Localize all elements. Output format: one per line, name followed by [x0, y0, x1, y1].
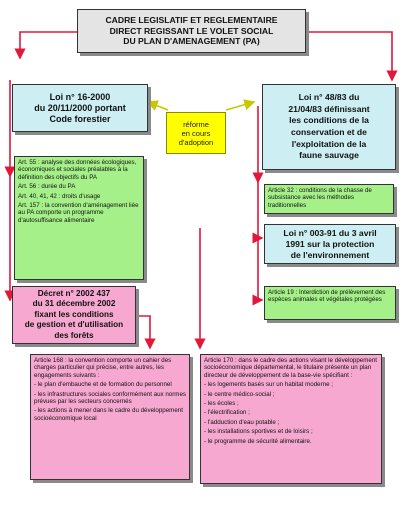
article-56: Art. 56 : durée du PA	[18, 183, 76, 191]
articles-2000-box: Art. 55 : analyse des données écologique…	[14, 156, 144, 280]
article-55: Art. 55 : analyse des données écologique…	[18, 159, 137, 181]
article-170-item-1: - les logements basés sur un habitat mod…	[204, 381, 333, 389]
arrow-header-to-loi2000	[14, 31, 77, 60]
header-line-3: DU PLAN D'AMENAGEMENT (PA)	[123, 36, 260, 47]
decret-line-5: des forêts	[54, 330, 94, 340]
article-170-box: Article 170 : dans le cadre des actions …	[200, 354, 382, 484]
article-170-item-2: - le centre médico-social ;	[204, 390, 275, 398]
loi-91-line-3: de l'environnement	[290, 249, 370, 260]
loi-2000-line-2: du 20/11/2000 portant	[34, 102, 126, 113]
article-170-item-6: - les installations sportives et de lois…	[204, 428, 313, 436]
loi-91-box: Loi n° 003-91 du 3 avril 1991 sur la pro…	[264, 224, 396, 264]
loi-83-line-2: 21/04/83 définissant	[288, 103, 370, 114]
loi-83-line-3: les conditions de la	[289, 115, 369, 126]
article-168-item-2: - les infrastructures sociales conformém…	[34, 390, 186, 406]
article-170-item-4: - l'électrification ;	[204, 409, 250, 417]
article-168-box: Article 168 : la convention comporte un …	[30, 354, 190, 480]
reforme-note: réforme en cours d'adoption	[166, 112, 226, 154]
loi-83-line-1: Loi n° 48/83 du	[298, 92, 360, 103]
article-168-item-3: - les actions à mener dans le cadre du d…	[34, 407, 183, 422]
article-170-intro: Article 170 : dans le cadre des actions …	[204, 357, 378, 379]
loi-91-line-2: 1991 sur la protection	[285, 238, 375, 249]
decret-line-4: de gestion et d'utilisation	[24, 320, 124, 330]
decret-line-2: du 31 décembre 2002	[32, 299, 116, 309]
arrow-header-to-loi83	[306, 31, 398, 82]
article-40-42: Art. 40, 41, 42 : droits d'usage	[18, 192, 101, 200]
loi-2000-box: Loi n° 16-2000 du 20/11/2000 portant Cod…	[12, 84, 148, 132]
decret-line-1: Décret n° 2002 437	[37, 288, 111, 298]
loi-83-line-4: conservation et de	[291, 127, 367, 137]
loi-2000-line-1: Loi n° 16-2000	[49, 91, 111, 102]
header-box: CADRE LEGISLATIF ET REGLEMENTAIRE DIRECT…	[77, 9, 306, 53]
loi-83-line-5: l'exploitation de la	[291, 138, 367, 149]
header-line-2: DIRECT REGISSANT LE VOLET SOCIAL	[109, 25, 274, 36]
article-32-box: Article 32 : conditions de la chasse de …	[264, 184, 394, 214]
article-170-item-5: - l'adduction d'eau potable ;	[204, 418, 280, 426]
article-157: Art. 157 : la convention d'aménagement l…	[18, 202, 139, 224]
article-168-item-1: - le plan d'embauche et de formation du …	[34, 381, 172, 389]
article-168-intro: Article 168 : la convention comporte un …	[34, 357, 172, 379]
loi-83-line-6: faune sauvage	[299, 150, 359, 161]
reforme-line-2: en cours	[181, 128, 211, 138]
loi-83-box: Loi n° 48/83 du 21/04/83 définissant les…	[262, 84, 396, 170]
loi-91-line-1: Loi n° 003-91 du 3 avril	[283, 227, 377, 238]
reforme-line-3: d'adoption	[178, 137, 214, 147]
loi-2000-line-3: Code forestier	[49, 113, 111, 124]
article-19-text: Article 19 : Interdiction de prélèvement…	[268, 289, 386, 304]
article-170-item-7: - le programme de sécurité alimentaire.	[204, 437, 312, 445]
article-32-text: Article 32 : conditions de la chasse de …	[268, 187, 372, 209]
reforme-line-1: réforme	[183, 119, 209, 129]
article-170-item-3: - les écoles ;	[204, 400, 239, 408]
decret-box: Décret n° 2002 437 du 31 décembre 2002 f…	[12, 286, 136, 344]
header-line-1: CADRE LEGISLATIF ET REGLEMENTAIRE	[105, 15, 278, 26]
decret-line-3: fixant les conditions	[34, 309, 114, 319]
article-19-box: Article 19 : Interdiction de prélèvement…	[264, 286, 396, 320]
